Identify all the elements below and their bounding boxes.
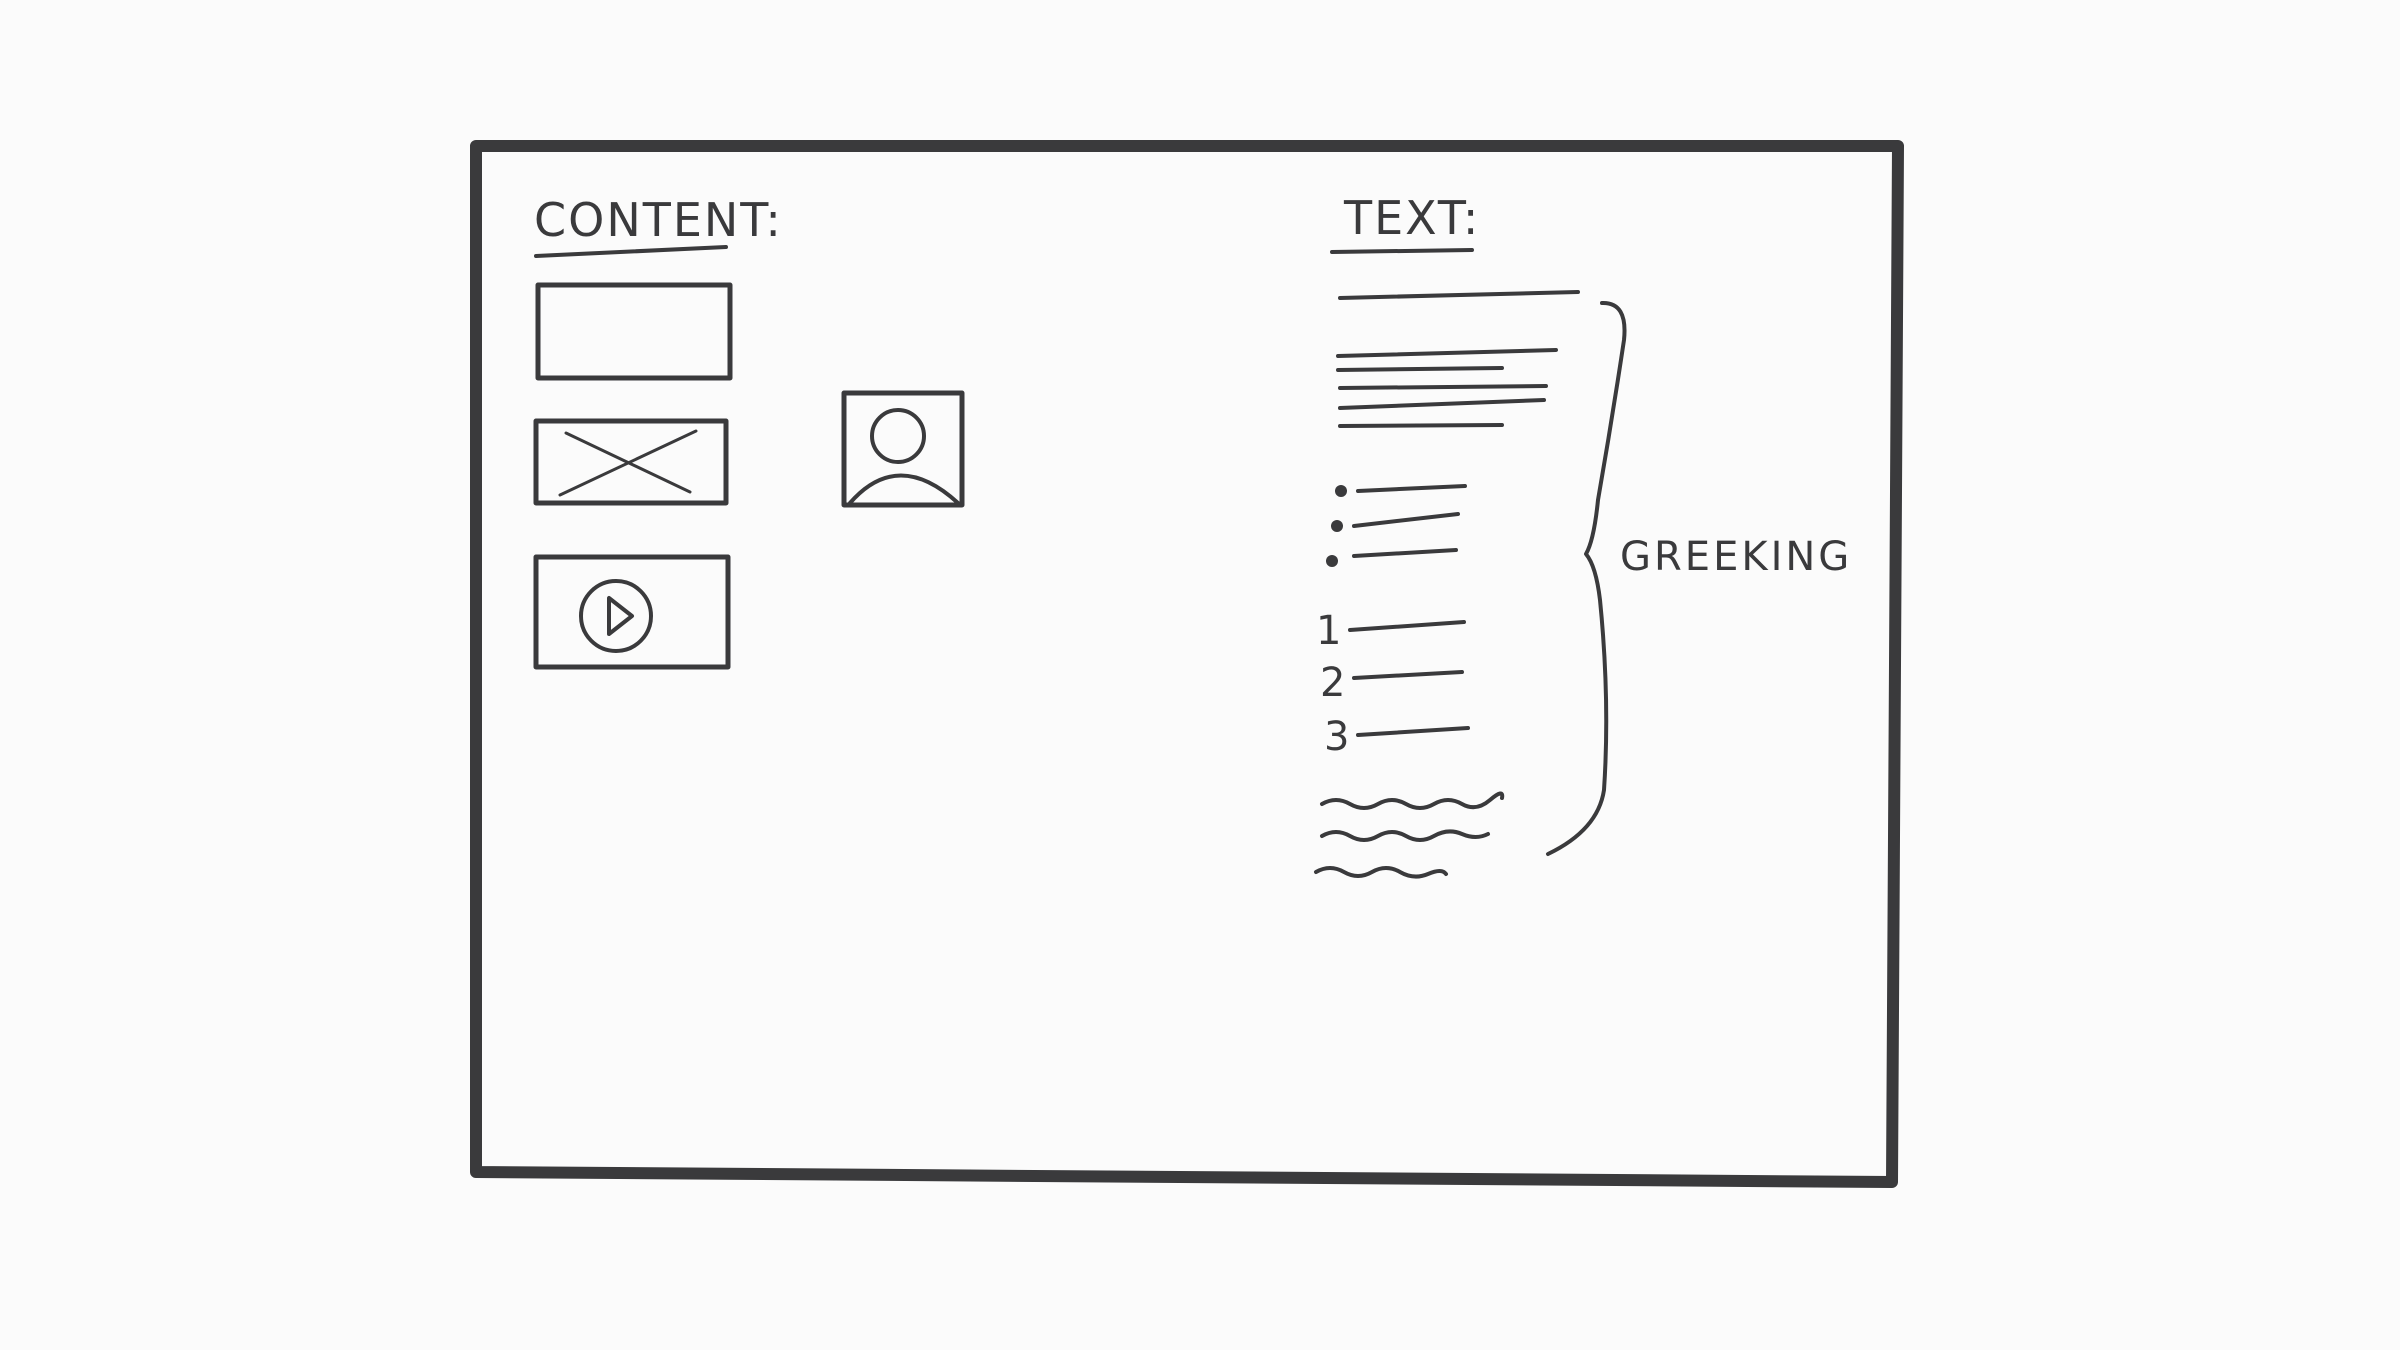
list-number-1: 1 xyxy=(1316,608,1341,654)
list-number-3: 3 xyxy=(1324,714,1349,760)
paragraph-lines xyxy=(1336,348,1558,428)
text-heading-underline xyxy=(1330,248,1474,254)
list-number-2: 2 xyxy=(1320,660,1345,706)
bulleted-list xyxy=(1326,484,1467,567)
squiggle-lines xyxy=(1314,791,1505,879)
content-heading: CONTENT: xyxy=(534,193,783,247)
user-avatar-icon xyxy=(841,390,965,508)
greeking-label: GREEKING xyxy=(1620,534,1852,580)
video-player-icon xyxy=(533,554,731,670)
content-heading-underline xyxy=(534,245,728,258)
text-heading: TEXT: xyxy=(1343,191,1480,245)
greeking-brace xyxy=(1546,300,1627,856)
headline-line xyxy=(1338,290,1580,300)
numbered-list: 1 2 3 xyxy=(1316,608,1470,760)
text-block-placeholder xyxy=(535,282,733,381)
page-frame xyxy=(470,140,1904,1188)
image-placeholder-icon xyxy=(533,418,729,506)
